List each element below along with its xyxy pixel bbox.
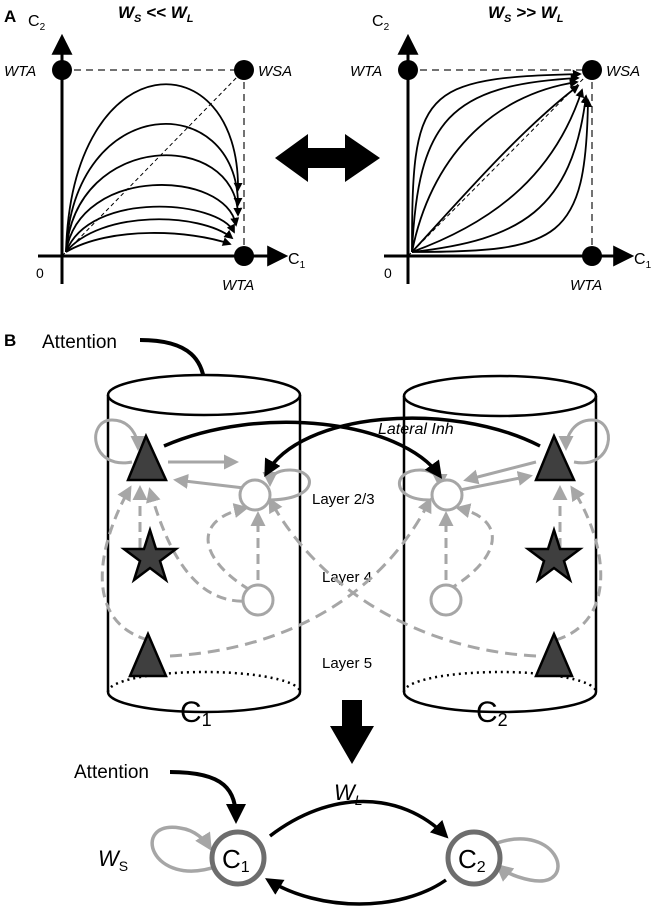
- double-arrow: [275, 134, 380, 182]
- l4-to-inter-2: [447, 503, 494, 592]
- c2-to-c1-connection: [265, 878, 447, 906]
- left-wsa-label: WSA: [258, 63, 292, 80]
- lateral-inhibition: [163, 416, 541, 479]
- layer-5-label: Layer 5: [322, 655, 372, 672]
- interneuron-l4-1: [241, 583, 275, 617]
- right-trajectory: [411, 84, 580, 253]
- right-trajectory: [411, 69, 582, 253]
- column-1-connections: [94, 418, 311, 642]
- right-diagonal: [407, 69, 593, 257]
- left-wsa-point: [234, 60, 254, 80]
- right-trajectory: [411, 88, 585, 253]
- interneuron-l23-1: [238, 478, 272, 512]
- attention-arrow-c: [169, 770, 246, 824]
- c1-to-c2-connection: [268, 799, 449, 839]
- node-c2-label: C2: [458, 844, 486, 876]
- l5-2-to-inter-1: [268, 497, 537, 658]
- l5-to-pyramid-2: [555, 485, 603, 642]
- right-plot: C2 C1 0 WTA WSA WTA: [350, 13, 652, 294]
- column-1-bottom-back: [106, 670, 302, 693]
- l4-to-pyramid-1: [146, 487, 259, 603]
- interneuron-l4-2: [429, 583, 463, 617]
- column-2-bottom-front: [402, 691, 598, 714]
- stellate-neuron-l4-1: [120, 525, 180, 584]
- column-1-bottom-front: [106, 691, 302, 714]
- left-trajectory: [65, 184, 240, 253]
- right-trajectory: [411, 94, 590, 253]
- column-1-label: C1: [180, 696, 212, 730]
- node-c1-label: C1: [222, 844, 250, 876]
- right-trajectory: [411, 78, 579, 253]
- attention-label-c: Attention: [74, 762, 149, 783]
- ws-label: WS: [98, 846, 128, 874]
- right-wsa-label: WSA: [606, 63, 640, 80]
- right-wta-top-point: [398, 60, 418, 80]
- self-loop-c2: [493, 837, 560, 883]
- left-origin-label: 0: [36, 265, 44, 281]
- right-origin-label: 0: [384, 265, 392, 281]
- left-diagonal: [61, 69, 245, 257]
- left-trajectory: [65, 232, 232, 253]
- right-trajectory: [411, 98, 593, 253]
- left-x-axis-label: C1: [288, 251, 306, 271]
- pyramidal-neuron-l5-1: [128, 630, 168, 678]
- cross-column-connections: [169, 497, 537, 658]
- right-trajectory: [411, 73, 580, 253]
- left-plot: C2 C1 0 WTA WSA WTA: [4, 13, 306, 294]
- left-y-axis-label: C2: [28, 13, 46, 33]
- left-wta-bottom-point: [234, 246, 254, 266]
- self-loop-pyramid-1: [94, 418, 146, 465]
- lateral-inh-label: Lateral Inh: [378, 421, 454, 438]
- column-1-top: [106, 373, 302, 417]
- column-2-bottom-back: [402, 670, 598, 693]
- self-loop-inter-1: [262, 468, 311, 502]
- layer-4-label: Layer 4: [322, 569, 372, 586]
- column-1: C1: [106, 373, 302, 730]
- attention-label-b: Attention: [42, 332, 117, 353]
- column-2-label: C2: [476, 696, 508, 730]
- pyramidal-neuron-l5-2: [534, 630, 574, 678]
- left-trajectory: [65, 218, 234, 253]
- left-trajectory: [65, 154, 243, 253]
- right-wsa-point: [582, 60, 602, 80]
- layer-23-label: Layer 2/3: [312, 491, 375, 508]
- l5-1-to-inter-2: [169, 497, 432, 658]
- pyramidal-neuron-l23-2: [534, 432, 576, 482]
- column-2: C2: [402, 374, 598, 730]
- self-loop-c1: [150, 825, 219, 873]
- self-loop-inter-2: [398, 468, 448, 502]
- panel-a-label: A: [4, 7, 16, 26]
- pyramidal-neuron-l23-1: [126, 432, 168, 482]
- column-2-connections: [398, 418, 610, 642]
- right-plot-title: WS >> WL: [488, 3, 564, 25]
- right-wta-bottom-label: WTA: [570, 277, 602, 294]
- down-arrow: [330, 700, 374, 764]
- l4-to-inter-1: [206, 503, 251, 592]
- node-c1: [209, 829, 267, 887]
- node-c2: [445, 829, 503, 887]
- pyramid-2-to-inter-1: [264, 416, 541, 478]
- self-loop-pyramid-2: [558, 418, 610, 465]
- right-wta-bottom-point: [582, 246, 602, 266]
- panel-b-label: B: [4, 331, 16, 350]
- column-2-top: [402, 374, 598, 418]
- pyramid-1-to-inter-2: [163, 420, 443, 479]
- left-trajectory: [65, 83, 243, 253]
- interneuron-l23-2: [430, 478, 464, 512]
- right-y-axis-label: C2: [372, 13, 390, 33]
- inter-to-pyramid-1: [173, 473, 245, 490]
- left-plot-title: WS << WL: [118, 3, 194, 25]
- right-x-axis-label: C1: [634, 251, 652, 271]
- left-wta-top-label: WTA: [4, 63, 36, 80]
- stellate-neuron-l4-2: [524, 525, 584, 584]
- inter-to-pyramid-2: [459, 470, 533, 492]
- left-trajectory: [65, 122, 243, 253]
- right-wta-top-label: WTA: [350, 63, 382, 80]
- left-trajectory: [65, 205, 235, 253]
- l5-to-pyramid-1: [100, 485, 149, 642]
- left-wta-bottom-label: WTA: [222, 277, 254, 294]
- pyramid-to-inter-2: [463, 460, 537, 485]
- left-wta-top-point: [52, 60, 72, 80]
